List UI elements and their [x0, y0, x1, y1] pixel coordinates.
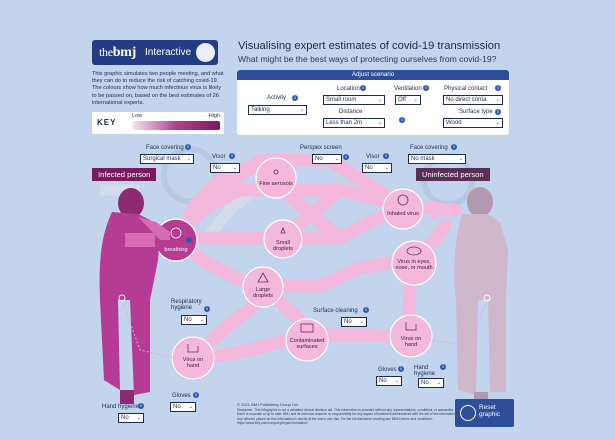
- chevron-down-icon: ⌄: [359, 319, 364, 325]
- gloves-infected-select[interactable]: No⌄: [170, 402, 196, 412]
- large-droplets-icon: [257, 272, 269, 283]
- perspex-screen-select[interactable]: No⌄: [312, 154, 342, 164]
- node-inhaled-virus[interactable]: Inhaled virus: [387, 211, 419, 217]
- info-icon[interactable]: i: [204, 306, 210, 312]
- chevron-down-icon: ⌄: [495, 97, 500, 103]
- colour-key: KEY Low High: [92, 112, 224, 134]
- info-icon[interactable]: i: [193, 392, 199, 398]
- face-covering-uninfected-select[interactable]: No mask⌄: [408, 154, 466, 164]
- infected-person-figure: [99, 188, 170, 404]
- nodes: [154, 157, 437, 380]
- chevron-down-icon: ⌄: [384, 165, 389, 171]
- uninfected-person-tag: Uninfected person: [416, 168, 490, 181]
- info-icon[interactable]: i: [495, 109, 501, 115]
- chevron-down-icon: ⌄: [377, 97, 382, 103]
- reset-icon: [460, 405, 476, 421]
- key-gradient: [132, 121, 220, 130]
- gloves-uninfected-select[interactable]: No⌄: [376, 376, 402, 386]
- infected-emission: [125, 233, 155, 247]
- chevron-down-icon: ⌄: [299, 107, 304, 113]
- breathing-info-icon: [186, 237, 192, 243]
- node-fine-aerosols[interactable]: Fine aerosols: [259, 181, 293, 187]
- visor-infected-select[interactable]: No⌄: [210, 163, 240, 173]
- visor-uninfected-select[interactable]: No⌄: [362, 163, 392, 173]
- eye-icon: [406, 246, 422, 256]
- node-small-droplets[interactable]: Small droplets: [273, 240, 293, 253]
- chevron-down-icon: ⌄: [436, 380, 441, 386]
- page-subtitle: What might be the best ways of protectin…: [238, 54, 497, 64]
- chevron-down-icon: ⌄: [186, 156, 191, 162]
- infected-person-tag: Infected person: [92, 168, 157, 181]
- chevron-down-icon: ⌄: [136, 415, 141, 421]
- ventilation-select[interactable]: Off⌄: [395, 95, 421, 105]
- breathing-icon: [170, 227, 182, 239]
- physical-contact-select[interactable]: No direct conta⌄: [443, 95, 503, 105]
- page-title: Visualising expert estimates of covid-19…: [238, 40, 501, 52]
- info-icon[interactable]: i: [383, 153, 389, 159]
- node-contaminated-surfaces[interactable]: Contaminated surfaces: [289, 338, 325, 351]
- node-virus-eyes-nose-mouth[interactable]: Virus in eyes, nose, or mouth: [395, 259, 433, 272]
- fine-aerosols-icon: [273, 169, 279, 175]
- info-icon[interactable]: i: [398, 366, 404, 372]
- info-icon[interactable]: i: [399, 117, 405, 123]
- chevron-down-icon: ⌄: [377, 120, 382, 126]
- location-select[interactable]: Small room⌄: [323, 95, 385, 105]
- adjust-scenario-panel: Adjust scenario Activity i Talking⌄ Loca…: [237, 70, 509, 135]
- info-icon[interactable]: i: [495, 85, 501, 91]
- info-icon[interactable]: i: [343, 154, 349, 160]
- node-breathing[interactable]: breathing: [164, 247, 188, 253]
- node-virus-on-hand-uninfected[interactable]: Virus on hand: [400, 336, 422, 349]
- node-virus-on-hand-infected[interactable]: Virus on hand: [182, 357, 204, 370]
- chevron-down-icon: ⌄: [413, 97, 418, 103]
- info-icon[interactable]: i: [451, 144, 457, 150]
- surface-type-select[interactable]: Wood⌄: [443, 118, 503, 128]
- chevron-down-icon: ⌄: [394, 378, 399, 384]
- footer-text: © 2021 BMJ Publishing Group Ltd Disclaim…: [237, 402, 457, 425]
- chevron-down-icon: ⌄: [199, 317, 204, 323]
- bmj-interactive-logo: thebmj Interactive: [92, 40, 218, 65]
- hand-icon: [405, 322, 417, 331]
- small-droplets-icon: [280, 226, 286, 234]
- respiratory-hygiene-select[interactable]: No⌄: [181, 315, 207, 325]
- panel-heading: Adjust scenario: [237, 70, 509, 80]
- info-icon[interactable]: i: [138, 403, 144, 409]
- chevron-down-icon: ⌄: [188, 404, 193, 410]
- chevron-down-icon: ⌄: [458, 156, 463, 162]
- hand-hygiene-infected-select[interactable]: No⌄: [118, 413, 144, 423]
- node-large-droplets[interactable]: Large droplets: [253, 287, 273, 300]
- info-icon[interactable]: i: [440, 364, 446, 370]
- intro-text: This graphic simulates two people meetin…: [92, 71, 224, 106]
- inhaled-virus-icon: [397, 194, 409, 206]
- face-covering-infected-select[interactable]: Surgical mask⌄: [140, 154, 194, 164]
- chevron-down-icon: ⌄: [232, 165, 237, 171]
- info-icon[interactable]: i: [292, 95, 298, 101]
- surface-icon: [300, 323, 314, 333]
- reset-graphic-button[interactable]: Reset graphic: [455, 399, 514, 427]
- info-icon[interactable]: i: [229, 153, 235, 159]
- activity-select[interactable]: Talking⌄: [248, 105, 307, 115]
- info-icon[interactable]: i: [185, 144, 191, 150]
- chevron-down-icon: ⌄: [495, 120, 500, 126]
- tap-icon: [196, 43, 215, 62]
- chevron-down-icon: ⌄: [334, 156, 339, 162]
- info-icon[interactable]: i: [363, 307, 369, 313]
- hand-icon: [187, 344, 199, 353]
- hand-hygiene-uninfected-select[interactable]: No⌄: [418, 378, 444, 388]
- distance-select[interactable]: Less than 2m⌄: [323, 118, 385, 128]
- info-icon[interactable]: i: [423, 85, 429, 91]
- info-icon[interactable]: i: [360, 85, 366, 91]
- arrow-icon: [432, 200, 452, 220]
- uninfected-person-figure: [454, 187, 508, 404]
- surface-cleaning-select[interactable]: No⌄: [341, 317, 367, 327]
